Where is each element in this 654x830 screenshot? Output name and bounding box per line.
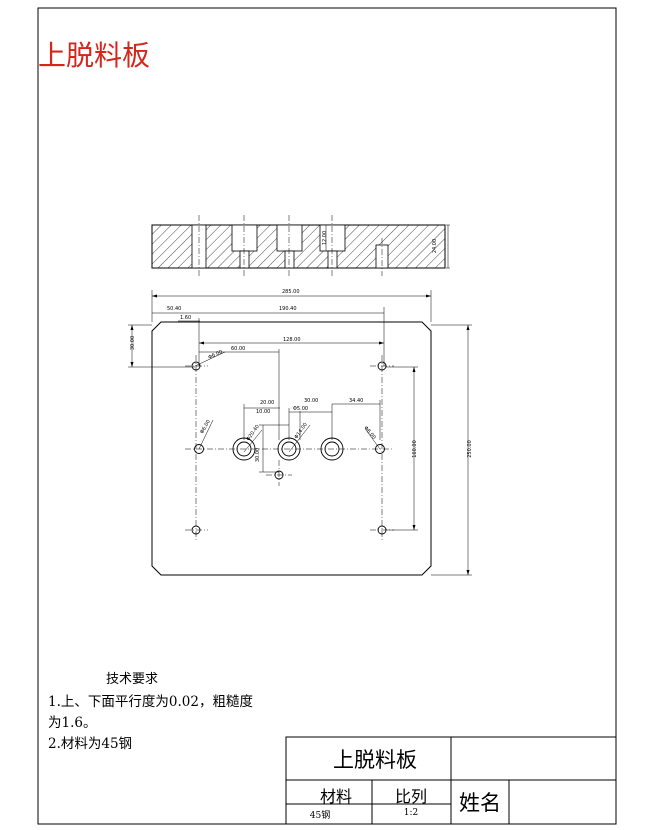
dim-overall-height: 250.00: [466, 440, 473, 458]
dim-tiny-hole: Φ5.00: [293, 406, 309, 412]
section-view: [151, 215, 450, 276]
title-block-scale-value: 1:2: [403, 808, 419, 818]
dim-spacing-a: 20.00: [260, 400, 275, 406]
dim-left-pos: 60.00: [231, 346, 246, 352]
dim-vert-small: 30.00: [255, 447, 262, 463]
title-block-material-value: 45钢: [309, 811, 331, 821]
dim-vert-offset: 30.00: [130, 335, 137, 351]
title-block-name-label: 姓名: [459, 791, 501, 815]
dim-row-height: 160.00: [411, 440, 418, 458]
title-block-material-label: 材料: [319, 787, 352, 806]
title-block-lines: [285, 736, 617, 825]
title-block-scale-label: 比列: [394, 787, 427, 806]
dim-small-offset: 1.60: [180, 315, 192, 321]
dim-top-offset: 50.40: [167, 306, 182, 312]
tech-requirement-line-2: 为1.6。: [48, 715, 97, 731]
dim-spacing-c: 34.40: [349, 398, 364, 404]
title-block-part-name: 上脱料板: [333, 748, 417, 772]
dim-spacing-b: 30.00: [304, 398, 319, 404]
dim-center-left: 128.00: [283, 337, 301, 343]
dim-thickness: 24.00: [432, 238, 439, 254]
dim-section-depth: 12.00: [322, 230, 329, 246]
tech-requirement-line-1: 1.上、下面平行度为0.02，粗糙度: [48, 694, 253, 710]
dim-overall-width: 285.00: [282, 289, 300, 295]
tech-requirements-heading: 技术要求: [106, 672, 159, 687]
tech-requirement-line-3: 2.材料为45钢: [48, 736, 133, 752]
plan-view: [128, 290, 472, 576]
drawing-title: 上脱料板: [38, 39, 151, 72]
dim-depth: 10.00: [256, 409, 271, 415]
dim-hole-span: 190.40: [279, 306, 297, 312]
